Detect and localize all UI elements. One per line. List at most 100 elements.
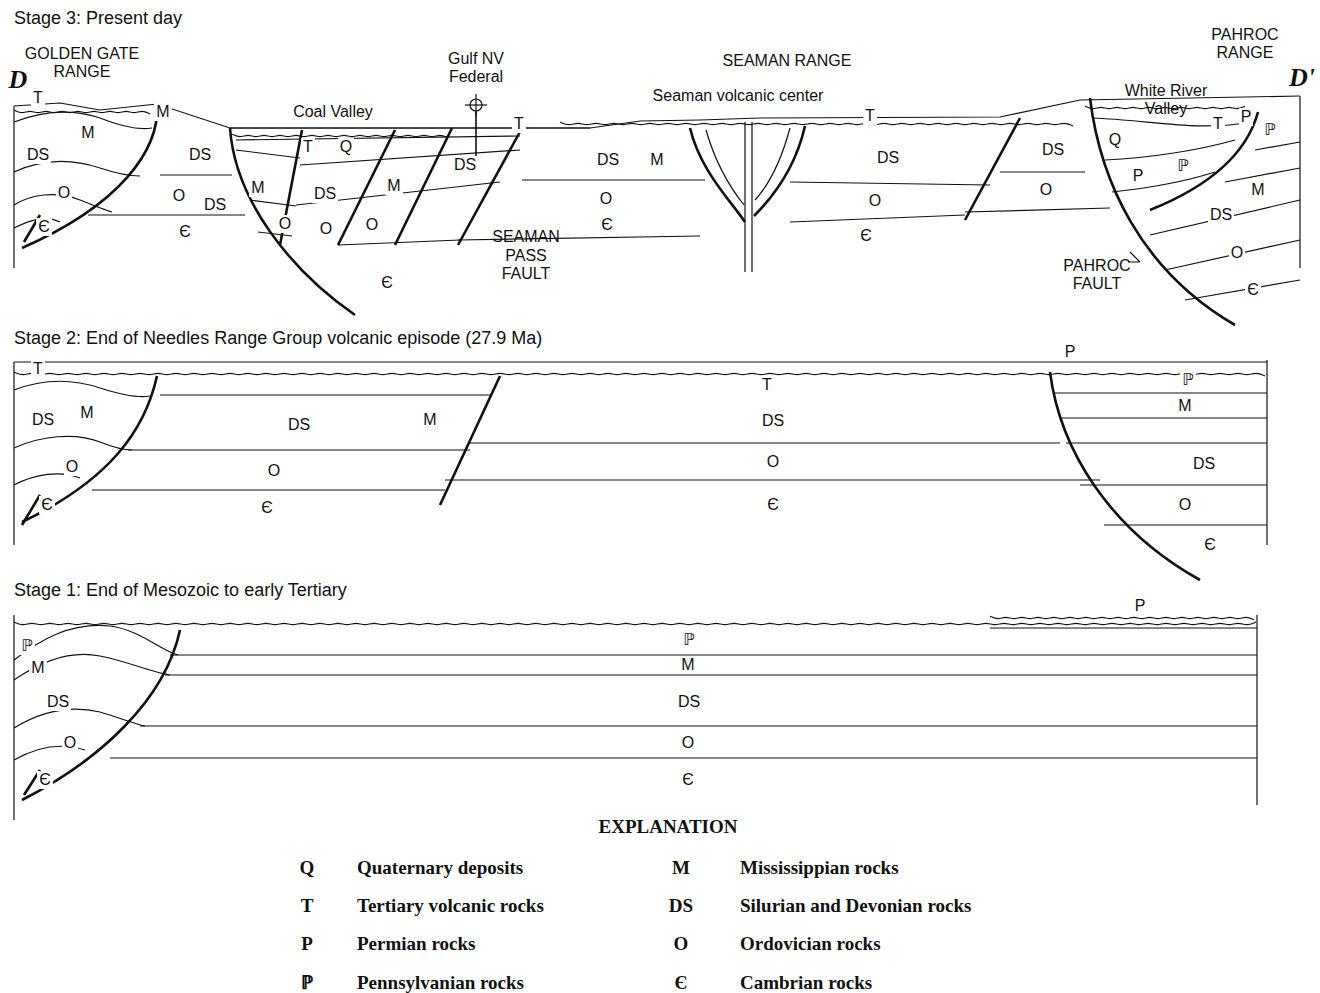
legend-code: Є bbox=[675, 972, 688, 993]
unit-symbol: DS bbox=[875, 149, 901, 167]
unit-symbol: DS bbox=[30, 411, 56, 429]
unit-symbol: M bbox=[648, 151, 665, 169]
unconformity-line bbox=[14, 622, 1256, 625]
stage-heading: Stage 2: End of Needles Range Group volc… bbox=[14, 328, 542, 349]
legend-code: T bbox=[301, 895, 314, 917]
unit-symbol: Є bbox=[177, 223, 193, 241]
unit-symbol: Є bbox=[599, 216, 615, 234]
unit-symbol: M bbox=[154, 103, 171, 121]
unit-symbol: Є bbox=[858, 227, 874, 245]
unit-symbol: M bbox=[421, 411, 438, 429]
range-name: PAHROC RANGE bbox=[1200, 26, 1290, 63]
needles-range-section bbox=[14, 360, 1267, 580]
unit-symbol: M bbox=[79, 124, 96, 142]
unit-symbol: Q bbox=[338, 138, 354, 156]
unit-symbol: M bbox=[29, 659, 46, 677]
unit-symbol: DS bbox=[202, 196, 228, 214]
valley-name: Coal Valley bbox=[293, 103, 373, 121]
unit-symbol: O bbox=[64, 458, 80, 476]
unit-symbol: Q bbox=[1107, 131, 1123, 149]
mesozoic-section bbox=[14, 615, 1257, 820]
unit-symbol: DS bbox=[452, 156, 478, 174]
unconformity-line bbox=[560, 122, 1073, 126]
range-name: SEAMAN RANGE bbox=[723, 52, 852, 70]
unit-symbol: M bbox=[679, 656, 696, 674]
unit-symbol: DS bbox=[760, 412, 786, 430]
unit-symbol: DS bbox=[25, 146, 51, 164]
unit-symbol: T bbox=[760, 376, 774, 394]
unit-symbol: ℙ bbox=[1180, 371, 1195, 389]
unit-symbol: ℙ bbox=[681, 631, 696, 649]
fault-name: SEAMAN PASS FAULT bbox=[481, 228, 571, 283]
legend-code: O bbox=[674, 933, 689, 955]
legend-text: Silurian and Devonian rocks bbox=[740, 895, 971, 917]
unit-symbol: M bbox=[1176, 397, 1193, 415]
legend-code: DS bbox=[669, 895, 693, 917]
unit-symbol: Є bbox=[39, 496, 55, 514]
unit-symbol: ℙ bbox=[1262, 121, 1277, 139]
unit-symbol: Є bbox=[36, 218, 52, 236]
legend-text: Permian rocks bbox=[357, 933, 475, 955]
section-end: D bbox=[9, 65, 28, 95]
unit-symbol: O bbox=[266, 462, 282, 480]
unit-symbol: Є bbox=[37, 771, 53, 789]
range-name: GOLDEN GATE RANGE bbox=[22, 45, 142, 82]
unit-symbol: M bbox=[385, 177, 402, 195]
unit-symbol: O bbox=[171, 187, 187, 205]
legend-text: Ordovician rocks bbox=[740, 933, 881, 955]
section-end: D' bbox=[1289, 63, 1315, 93]
unconformity-line bbox=[990, 616, 1254, 620]
legend-text: Pennsylvanian rocks bbox=[357, 972, 524, 993]
volcanic-center-name: Seaman volcanic center bbox=[653, 87, 824, 105]
unit-symbol: Є bbox=[765, 496, 781, 514]
unit-symbol: ℙ bbox=[1175, 157, 1190, 175]
stage-heading: Stage 3: Present day bbox=[14, 8, 182, 29]
unit-symbol: DS bbox=[1040, 141, 1066, 159]
valley-name: White River Valley bbox=[1111, 82, 1221, 119]
present-day-section bbox=[14, 94, 1300, 325]
unit-symbol: P bbox=[1239, 108, 1254, 126]
fault-name: PAHROC FAULT bbox=[1052, 257, 1142, 294]
unit-symbol: M bbox=[78, 404, 95, 422]
unit-symbol: O bbox=[598, 190, 614, 208]
unit-symbol: M bbox=[249, 179, 266, 197]
unconformity-line bbox=[14, 372, 1265, 376]
legend-heading: EXPLANATION bbox=[599, 816, 738, 838]
legend-code: ℙ bbox=[301, 972, 313, 993]
legend-text: Cambrian rocks bbox=[740, 972, 872, 993]
unit-symbol: T bbox=[31, 89, 45, 107]
unit-symbol: DS bbox=[595, 151, 621, 169]
legend-text: Mississippian rocks bbox=[740, 857, 899, 879]
legend-code: M bbox=[672, 857, 690, 879]
unit-symbol: T bbox=[512, 115, 526, 133]
unit-symbol: DS bbox=[187, 146, 213, 164]
unit-symbol: O bbox=[765, 453, 781, 471]
stage-heading: Stage 1: End of Mesozoic to early Tertia… bbox=[14, 580, 347, 601]
unit-symbol: DS bbox=[1191, 455, 1217, 473]
unit-symbol: DS bbox=[676, 693, 702, 711]
unit-symbol: DS bbox=[312, 185, 338, 203]
unit-symbol: T bbox=[301, 138, 315, 156]
unit-symbol: O bbox=[1177, 496, 1193, 514]
unit-symbol: ℙ bbox=[19, 637, 34, 655]
unit-symbol: Є bbox=[1202, 536, 1218, 554]
legend-code: P bbox=[301, 933, 313, 955]
unit-symbol: O bbox=[867, 192, 883, 210]
unit-symbol: P bbox=[1063, 343, 1078, 361]
legend-text: Tertiary volcanic rocks bbox=[357, 895, 544, 917]
unit-symbol: O bbox=[1038, 181, 1054, 199]
unit-symbol: T bbox=[1211, 115, 1225, 133]
unit-symbol: M bbox=[1249, 181, 1266, 199]
unit-symbol: DS bbox=[286, 416, 312, 434]
unit-symbol: Є bbox=[1245, 281, 1261, 299]
unit-symbol: O bbox=[277, 215, 293, 233]
unit-symbol: O bbox=[1229, 244, 1245, 262]
unconformity-line bbox=[14, 110, 150, 114]
legend-text: Quaternary deposits bbox=[357, 857, 523, 879]
unit-symbol: O bbox=[318, 220, 334, 238]
legend-code: Q bbox=[300, 857, 315, 879]
unit-symbol: DS bbox=[1208, 206, 1234, 224]
unit-symbol: Є bbox=[680, 771, 696, 789]
unit-symbol: P bbox=[1133, 597, 1148, 615]
unit-symbol: T bbox=[863, 107, 877, 125]
